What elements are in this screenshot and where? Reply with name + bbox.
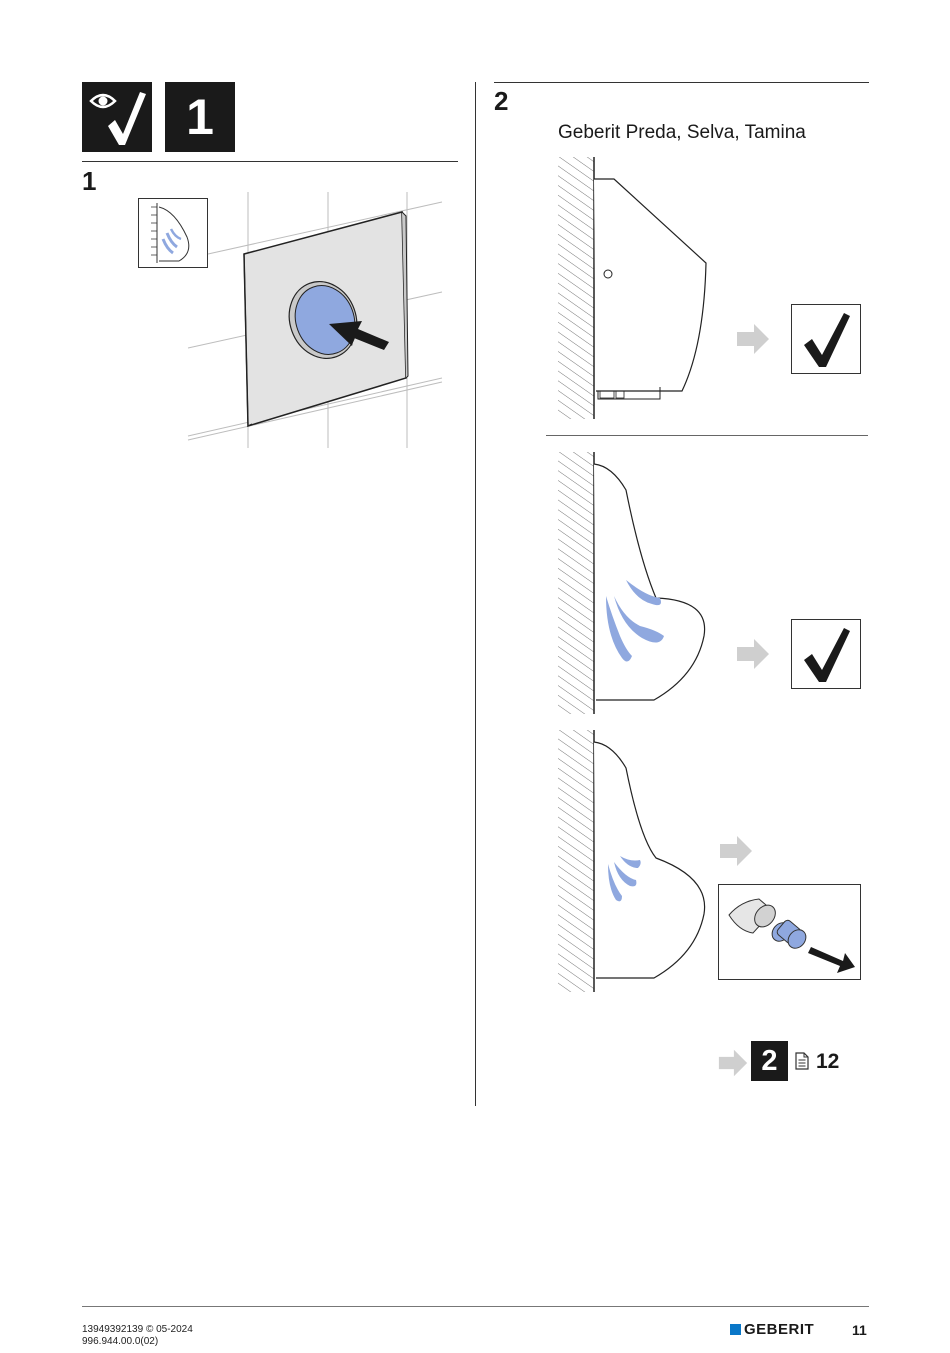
urinal-strong-flush-illustration (558, 452, 706, 714)
section1-rule (82, 161, 458, 162)
next-step-number: 2 (761, 1045, 778, 1077)
check-icon (804, 313, 850, 367)
step-badge-number: 1 (186, 89, 214, 145)
column-divider (475, 82, 476, 1106)
document-icon (795, 1052, 809, 1070)
cartridge-removal-box (718, 884, 861, 980)
step-badge: 1 (165, 82, 235, 152)
unscrew-cartridge-icon (728, 898, 855, 973)
arrow-right-icon (718, 1049, 748, 1077)
ok-result-box-1 (791, 304, 861, 374)
footer-rule (82, 1306, 869, 1307)
arrow-right-icon (737, 639, 769, 669)
arrow-right-icon (737, 324, 769, 354)
arrow-right-icon (720, 836, 752, 866)
urinal-flush-icon (151, 203, 190, 263)
doc-code-line1: 13949392139 © 05-2024 (82, 1324, 193, 1335)
section2-rule (494, 82, 869, 83)
check-icon (804, 628, 850, 682)
ok-result-box-2 (791, 619, 861, 689)
next-step-badge[interactable]: 2 (751, 1041, 788, 1081)
page-number: 11 (852, 1322, 867, 1338)
urinal-weak-flush-illustration (558, 730, 706, 992)
step1-number: 1 (82, 166, 97, 196)
flush-plate-illustration (187, 192, 443, 448)
doc-code-line2: 996.944.00.0(02) (82, 1336, 159, 1347)
eye-check-icon (89, 92, 146, 145)
brand-logo-mark (730, 1324, 741, 1335)
push-arrow-icon (329, 321, 389, 350)
inspect-badge (82, 82, 152, 152)
scenario-divider (546, 435, 868, 436)
urinal-flush-thumbnail (138, 198, 208, 268)
brand-logo: GEBERIT (744, 1321, 815, 1338)
reference-page-link[interactable]: 12 (816, 1050, 840, 1073)
step2-number: 2 (494, 86, 509, 116)
urinal-closed-illustration (558, 157, 707, 419)
models-label: Geberit Preda, Selva, Tamina (558, 122, 806, 143)
